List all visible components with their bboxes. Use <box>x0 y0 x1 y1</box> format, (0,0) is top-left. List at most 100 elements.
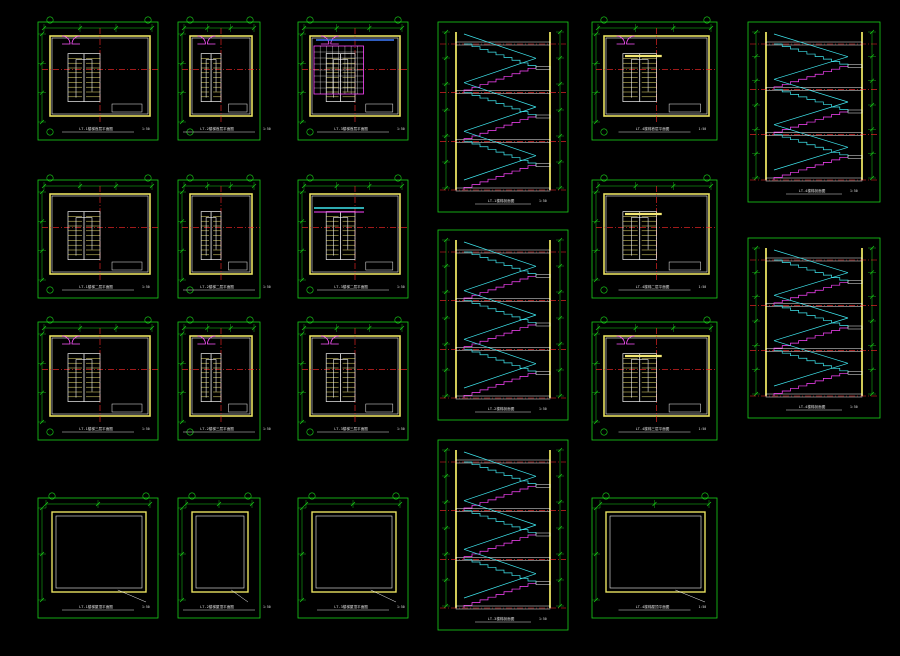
sheet-scale: 1:50 <box>263 605 271 609</box>
sheet-frame <box>747 21 881 203</box>
door-swing <box>207 335 216 345</box>
sheet-caption: LT-3楼梯二层平面图 <box>334 284 368 289</box>
door-swing <box>320 35 330 45</box>
sheet-LT2-plan-1: LT-2楼梯首层平面图 1:50 <box>177 16 271 141</box>
floor-slab <box>455 347 551 351</box>
roof-drain-leader <box>370 589 397 603</box>
sheet-caption: LT-2楼梯二层平面图 <box>200 284 234 289</box>
axis-bubble <box>600 128 608 136</box>
sheet-frame <box>177 497 261 619</box>
sheet-caption: LT-3楼梯屋顶平面图 <box>334 604 368 609</box>
sheet-frame <box>177 179 261 299</box>
sheet-scale: 1:50 <box>397 427 405 431</box>
stair-flight-profile <box>464 348 537 374</box>
sheet-caption: LT-1楼梯剖面图 <box>488 198 515 203</box>
door-swing <box>616 335 626 345</box>
sheet-caption: LT-2楼梯首层平面图 <box>200 126 234 131</box>
stair-flight-profile <box>463 583 536 608</box>
handrail <box>463 33 537 59</box>
door-swing <box>626 35 635 45</box>
sheet-caption: LT-4楼梯三层平面图 <box>636 426 670 431</box>
floor-slab <box>455 459 551 464</box>
axis-bubble <box>394 316 402 324</box>
roof-drain-leader <box>675 589 706 603</box>
door-swing <box>61 35 71 45</box>
roof-drain-leader <box>231 589 249 603</box>
axis-bubble <box>144 316 152 324</box>
stair-landing <box>847 325 863 330</box>
sheet-caption: LT-3楼梯首层平面图 <box>334 126 368 131</box>
sheet-scale: 1:50 <box>142 127 150 131</box>
sheet-scale: 1:50 <box>263 427 271 431</box>
axis-bubble <box>600 16 608 24</box>
roof-parapet <box>191 511 249 593</box>
axis-bubble <box>602 492 610 500</box>
axis-bubble <box>308 492 316 500</box>
stair-flight-profile <box>773 327 848 351</box>
door-swing <box>61 335 71 345</box>
stair-direction-arrow <box>75 59 93 98</box>
stair-direction-arrow <box>205 217 217 256</box>
sheet-caption: LT-3楼梯三层平面图 <box>334 426 368 431</box>
stair-flight-profile <box>773 111 848 135</box>
stair-flight-profile <box>463 275 536 301</box>
axis-bubble <box>703 174 711 182</box>
axis-bubble <box>701 492 709 500</box>
stair-landing <box>535 114 551 119</box>
sheet-scale: 1:50 <box>263 127 271 131</box>
room-niche <box>111 103 143 113</box>
floor-slab <box>455 298 551 302</box>
roof-parapet <box>605 511 706 593</box>
sheet-frame <box>37 21 159 141</box>
handrail <box>773 272 849 296</box>
floor-slab <box>455 249 551 254</box>
floor-slab <box>455 605 551 610</box>
stair-landing <box>535 274 551 278</box>
sheet-scale: 1:50 <box>539 407 547 411</box>
axis-bubble <box>46 128 54 136</box>
sheet-caption: LT-4楼梯屋顶平面图 <box>636 604 670 609</box>
stair-direction-arrow <box>75 359 93 398</box>
stair-flight-profile <box>463 485 536 511</box>
stair-flight-profile <box>773 66 848 90</box>
stair-flight-profile <box>463 67 536 93</box>
axis-bubble <box>600 316 608 324</box>
sheet-caption: LT-4楼梯剖面图 <box>799 188 826 193</box>
axis-bubble <box>144 174 152 182</box>
stair-flight-profile <box>464 251 537 277</box>
stair-flight-profile <box>464 558 537 584</box>
stair-flight-profile <box>464 510 537 535</box>
sheet-LT3-plan-3: LT-3楼梯三层平面图 1:50 <box>297 316 409 441</box>
floor-slab <box>455 187 551 192</box>
axis-bubble <box>600 286 608 294</box>
room-niche <box>668 261 701 271</box>
handrail <box>463 476 537 501</box>
stair-landing <box>535 581 551 585</box>
door-swing <box>71 35 81 45</box>
stair-flight-profile <box>774 259 849 283</box>
floor-slab <box>765 87 863 91</box>
axis-bubble <box>246 174 254 182</box>
axis-bubble <box>46 16 54 24</box>
handrail <box>463 500 537 526</box>
floor-slab <box>765 393 863 398</box>
sheet-scale: 1:50 <box>850 405 858 409</box>
room-niche <box>228 403 248 413</box>
axis-bubble <box>703 16 711 24</box>
roof-outline <box>195 515 245 589</box>
floor-slab <box>455 557 551 561</box>
sheet-frame <box>177 21 261 141</box>
room-niche <box>228 103 248 113</box>
handrail <box>773 146 849 171</box>
handrail <box>463 290 537 316</box>
sheet-frame <box>747 237 881 419</box>
handrail <box>463 573 537 599</box>
